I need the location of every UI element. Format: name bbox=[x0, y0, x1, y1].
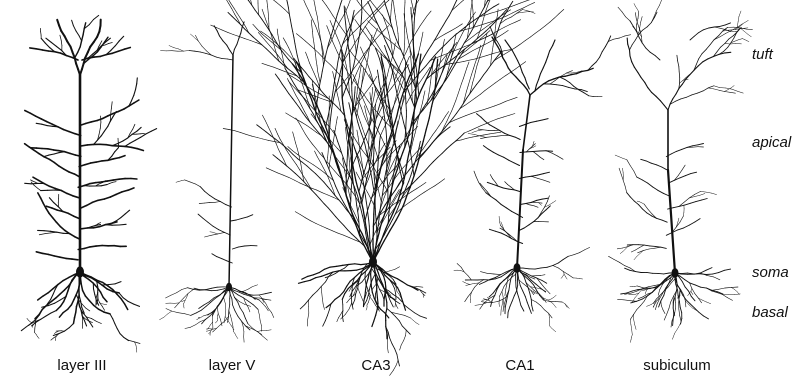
region-label-apical: apical bbox=[752, 134, 791, 151]
region-label-basal: basal bbox=[752, 304, 788, 321]
label-layer-iii: layer III bbox=[27, 357, 137, 374]
neuron-layer-iii bbox=[21, 15, 156, 352]
label-ca1: CA1 bbox=[465, 357, 575, 374]
neuron-subiculum bbox=[609, 0, 753, 342]
label-layer-v: layer V bbox=[177, 357, 287, 374]
label-subiculum: subiculum bbox=[622, 357, 732, 374]
label-ca3: CA3 bbox=[321, 357, 431, 374]
neuron-ca3 bbox=[211, 0, 564, 375]
neuron-layer-v bbox=[160, 22, 274, 342]
region-label-tuft: tuft bbox=[752, 46, 773, 63]
neuron-ca1 bbox=[454, 1, 631, 332]
region-label-soma: soma bbox=[752, 264, 789, 281]
